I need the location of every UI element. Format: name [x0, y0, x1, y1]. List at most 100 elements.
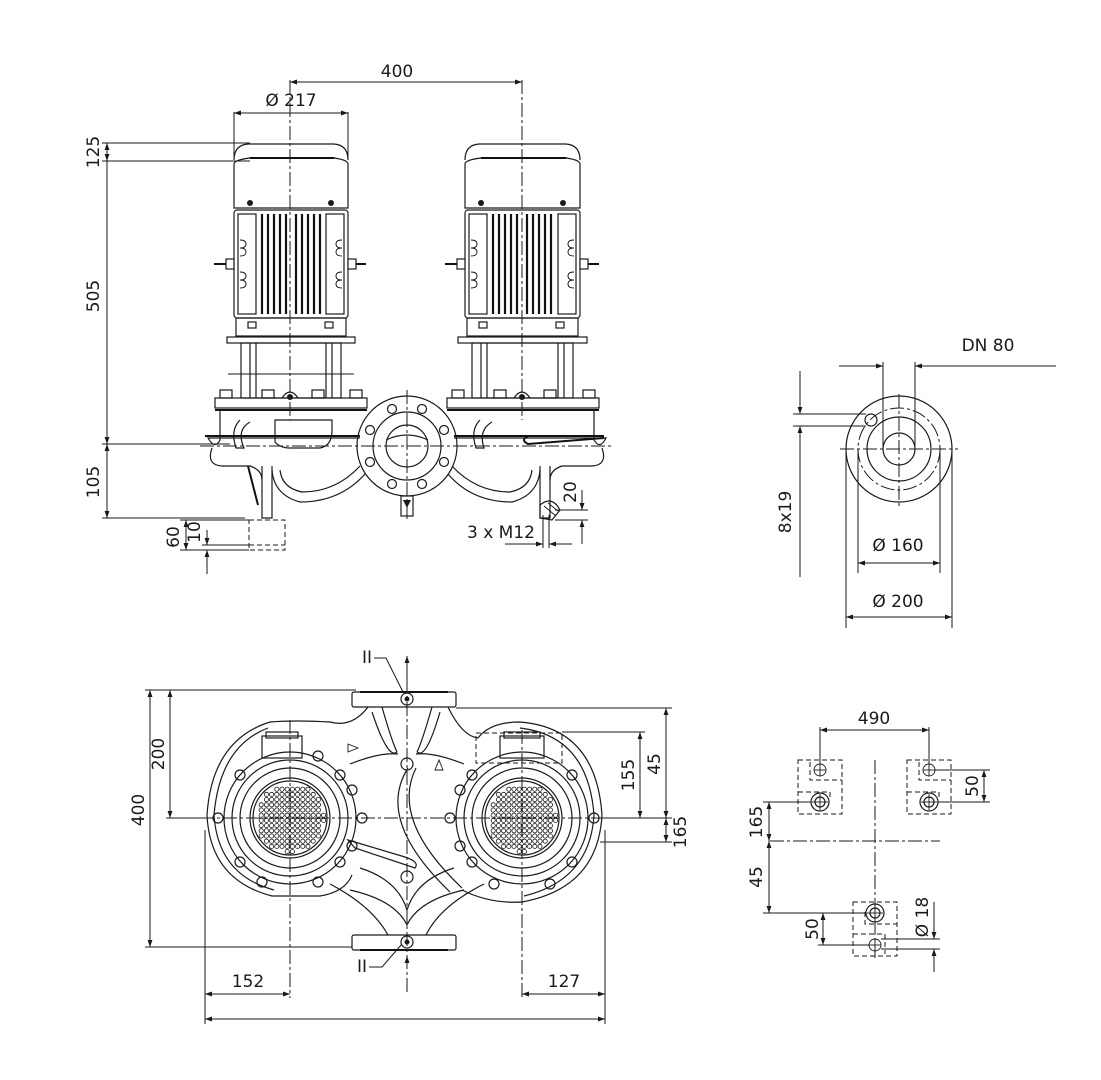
- fan-grill-hole: [495, 791, 501, 797]
- fan-grill-hole: [305, 833, 311, 839]
- fan-grill-hole: [516, 838, 522, 844]
- dim-foot-spacing-label: 490: [858, 709, 890, 729]
- fan-grill-hole: [542, 823, 548, 829]
- dim-motor-spacing: 400: [290, 62, 522, 85]
- fan-grill-hole: [295, 797, 301, 803]
- dim-foot-height-label: 60: [164, 526, 184, 548]
- flange-bolt-hole: [864, 413, 878, 427]
- fan-grill-hole: [537, 817, 543, 823]
- fan-grill-hole: [300, 802, 306, 808]
- fan-grill-hole: [521, 802, 527, 808]
- fan-grill-hole: [537, 823, 543, 829]
- dim-motor-offset-label: 155: [619, 759, 639, 791]
- fan-grill-hole: [547, 802, 553, 808]
- fan-grill-hole: [300, 791, 306, 797]
- fan-grill-hole: [527, 797, 533, 803]
- right-motor-cooling-fins: [491, 214, 553, 314]
- fan-grill-hole: [521, 838, 527, 844]
- fan-grill-hole: [490, 833, 496, 839]
- fan-grill-hole: [258, 802, 264, 808]
- fan-grill-hole: [305, 786, 311, 792]
- fan-grill-hole: [295, 823, 301, 829]
- fan-grill-hole: [274, 797, 280, 803]
- fan-grill-hole: [527, 843, 533, 849]
- fan-grill-hole: [506, 843, 512, 849]
- fan-grill-hole: [511, 807, 517, 813]
- fan-grill-hole: [501, 807, 507, 813]
- foot-pad-right: [906, 759, 952, 815]
- fan-grill-hole: [532, 786, 538, 792]
- fan-grill-hole: [269, 843, 275, 849]
- dim-cap-height-label: 125: [84, 136, 104, 168]
- fan-grill-hole: [289, 817, 295, 823]
- fan-grill-hole: [289, 812, 295, 818]
- fan-grill-hole: [501, 812, 507, 818]
- fan-grill-hole: [547, 823, 553, 829]
- fan-grill-hole: [547, 833, 553, 839]
- fan-grill-hole: [542, 817, 548, 823]
- fan-grill-hole: [289, 843, 295, 849]
- fan-grill-hole: [506, 791, 512, 797]
- right-motor: [445, 143, 599, 399]
- fan-grill-hole: [269, 791, 275, 797]
- fan-grill-hole: [532, 791, 538, 797]
- fan-grill-hole: [279, 823, 285, 829]
- fan-grill-hole: [284, 817, 290, 823]
- fan-grill-hole: [305, 823, 311, 829]
- dim-nominal-label: DN 80: [962, 336, 1015, 356]
- fan-grill-hole: [537, 838, 543, 844]
- fan-grill-hole: [305, 838, 311, 844]
- fan-grill-hole: [537, 833, 543, 839]
- fan-grill-hole: [289, 797, 295, 803]
- fan-grill-hole: [295, 791, 301, 797]
- fan-grill-hole: [279, 797, 285, 803]
- fan-grill-hole: [511, 802, 517, 808]
- flow-arrow-left: [347, 743, 360, 753]
- fan-grill-hole: [284, 828, 290, 834]
- fan-grill-hole: [521, 812, 527, 818]
- fan-grill-hole: [284, 797, 290, 803]
- fan-grill-hole: [532, 807, 538, 813]
- fan-grill-hole: [553, 817, 559, 823]
- fan-grill-hole: [506, 823, 512, 829]
- dim-left-offset-label: 152: [232, 972, 264, 992]
- fan-grill-hole: [274, 807, 280, 813]
- fan-grill-hole: [495, 828, 501, 834]
- left-motor-plan: [206, 721, 368, 897]
- fan-grill-hole: [516, 807, 522, 813]
- fan-grill-hole: [315, 802, 321, 808]
- fan-grill-hole: [310, 797, 316, 803]
- fan-grill-hole: [295, 807, 301, 813]
- fan-grill-hole: [490, 802, 496, 808]
- fan-grill-hole: [274, 802, 280, 808]
- fan-grill-hole: [284, 791, 290, 797]
- fan-grill-hole: [263, 797, 269, 803]
- fan-grill-hole: [495, 838, 501, 844]
- fan-grill-hole: [289, 823, 295, 829]
- dim-foot: 60 10: [164, 519, 249, 574]
- fan-grill-hole: [258, 823, 264, 829]
- fan-grill-hole: [547, 812, 553, 818]
- fan-grill-hole: [521, 786, 527, 792]
- dim-bolt-holes-label: 8x19: [776, 491, 796, 534]
- fan-grill-hole: [279, 817, 285, 823]
- fan-grill-hole: [289, 833, 295, 839]
- fan-grill-hole: [547, 797, 553, 803]
- fan-grill-hole: [495, 833, 501, 839]
- fan-grill-hole: [295, 817, 301, 823]
- fan-grill-hole: [305, 817, 311, 823]
- fan-grill-hole: [516, 802, 522, 808]
- fan-grill-hole: [501, 817, 507, 823]
- fan-grill-hole: [295, 802, 301, 808]
- fan-grill-hole: [310, 817, 316, 823]
- fan-grill-hole: [527, 823, 533, 829]
- fan-grill-hole: [495, 807, 501, 813]
- fan-grill-hole: [553, 812, 559, 818]
- fan-grill-hole: [263, 807, 269, 813]
- fan-grill-hole: [542, 791, 548, 797]
- dim-bolt-height-label: 20: [561, 481, 581, 503]
- fan-grill-hole: [542, 833, 548, 839]
- section-marker-top: II: [362, 648, 372, 668]
- fan-grill-hole: [511, 812, 517, 818]
